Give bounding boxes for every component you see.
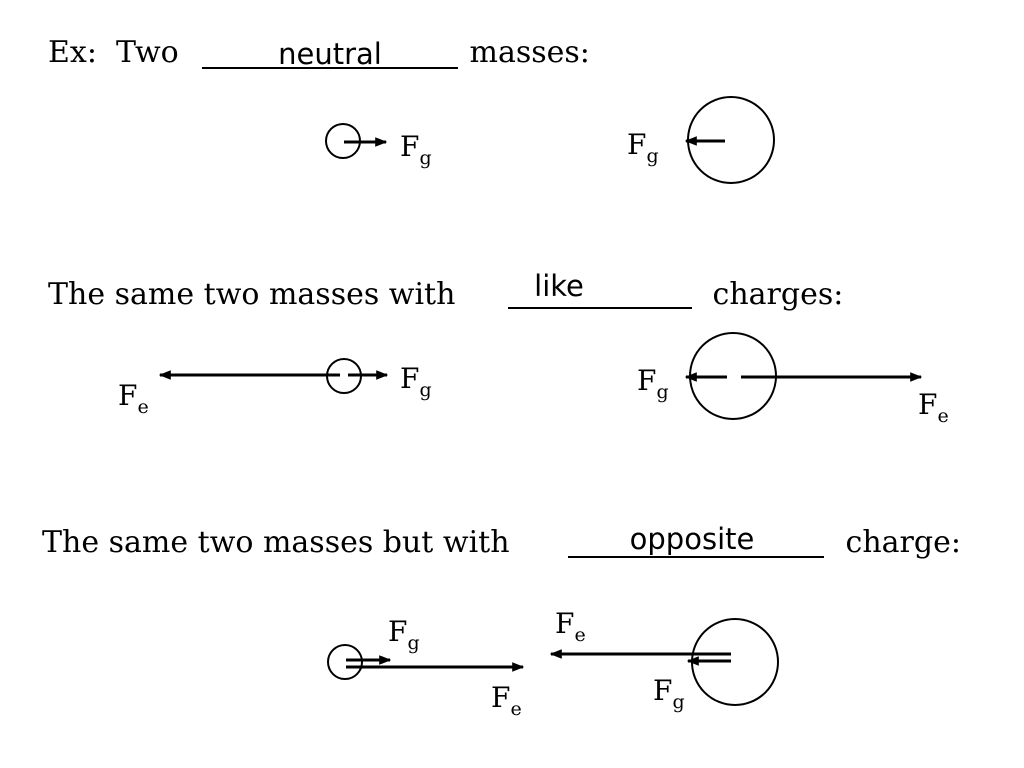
fg-label-large-3: Fg: [653, 674, 685, 713]
opposite-prefix: The same two masses but with: [42, 525, 519, 560]
label-g: g: [407, 632, 419, 654]
label-F: F: [637, 364, 656, 397]
label-F: F: [400, 130, 419, 163]
opposite-blank-answer: opposite: [630, 522, 755, 556]
label-F: F: [400, 362, 419, 395]
fe-label-small-2: Fe: [118, 379, 149, 418]
example-suffix: masses:: [460, 35, 590, 70]
fg-label-small-3: Fg: [388, 615, 420, 654]
label-F: F: [388, 615, 407, 648]
label-F: F: [653, 674, 672, 707]
label-F: F: [491, 681, 510, 714]
opposite-suffix: charge:: [836, 525, 961, 560]
label-g: g: [419, 379, 431, 401]
fg-label-small-2: Fg: [400, 362, 432, 401]
label-e: e: [574, 624, 585, 646]
like-prefix: The same two masses with: [48, 277, 465, 312]
label-F: F: [118, 379, 137, 412]
example-blank-answer: neutral: [278, 37, 382, 71]
label-e: e: [510, 698, 521, 720]
label-F: F: [555, 607, 574, 640]
fg-label-large-2: Fg: [637, 364, 669, 403]
small-mass-3: [327, 644, 363, 680]
label-F: F: [627, 128, 646, 161]
label-g: g: [656, 381, 668, 403]
label-F: F: [918, 388, 937, 421]
example-prefix: Ex: Two: [48, 35, 188, 70]
like-suffix: charges:: [703, 277, 843, 312]
fe-label-large-2: Fe: [918, 388, 949, 427]
label-e: e: [937, 405, 948, 427]
fg-label-large-1: Fg: [627, 128, 659, 167]
label-g: g: [419, 147, 431, 169]
label-g: g: [672, 691, 684, 713]
fe-label-small-3: Fe: [491, 681, 522, 720]
label-e: e: [137, 396, 148, 418]
fe-label-large-3: Fe: [555, 607, 586, 646]
fg-label-small-1: Fg: [400, 130, 432, 169]
like-blank-answer: like: [534, 269, 584, 303]
label-g: g: [646, 145, 658, 167]
